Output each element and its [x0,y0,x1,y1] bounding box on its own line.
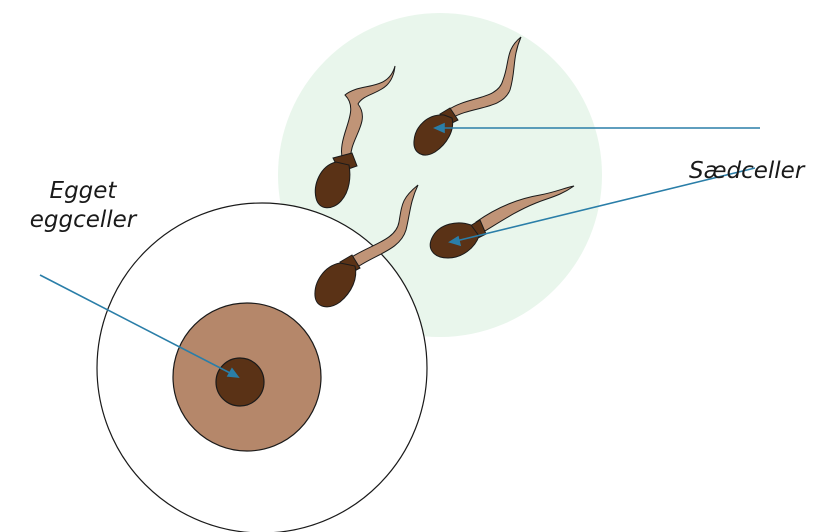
egg-label-line1: Egget [8,177,158,206]
egg-nucleus [216,358,264,406]
egg-label-line2: eggceller [8,206,158,235]
sperm-label: Sædceller [689,157,804,186]
egg-label: Egget eggceller [8,177,158,235]
